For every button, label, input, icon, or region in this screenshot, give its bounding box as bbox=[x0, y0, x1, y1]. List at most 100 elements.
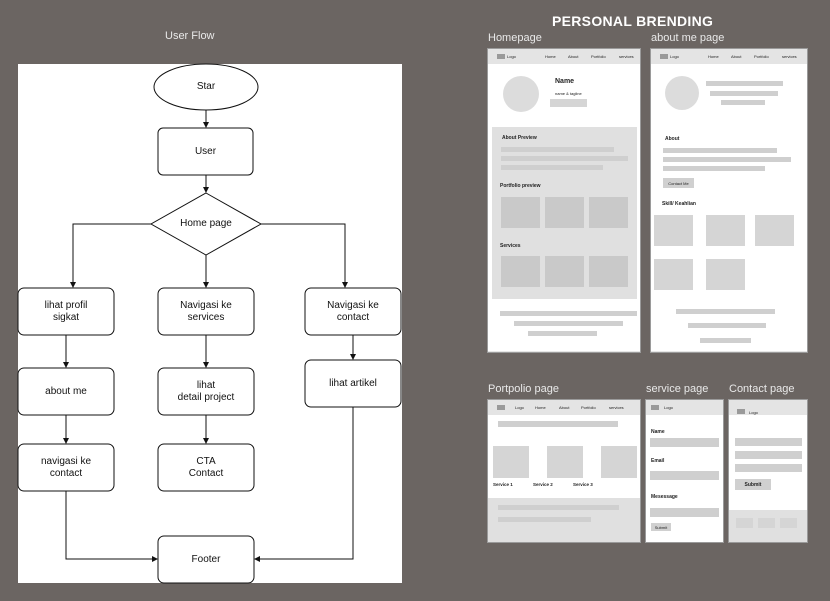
footer-line bbox=[498, 505, 619, 510]
homepage-wireframe: Logo Home About Portfolio services Name … bbox=[487, 48, 641, 353]
service-page-wireframe: Logo Name Email Mesessage Submit bbox=[645, 399, 724, 543]
text-line bbox=[663, 166, 765, 171]
logo-icon bbox=[737, 409, 745, 414]
nav-contact-node: navigasi ke contact bbox=[40, 455, 92, 479]
about-footer bbox=[651, 351, 807, 352]
nav-portfolio: Portfolio bbox=[581, 405, 596, 410]
contact-field[interactable] bbox=[735, 438, 802, 446]
about-preview-title: About Preview bbox=[502, 135, 537, 141]
text-line bbox=[688, 323, 766, 328]
lihat-profil-node: lihat profil sigkat bbox=[44, 299, 88, 323]
branding-title: PERSONAL BRENDING bbox=[552, 13, 714, 29]
portfolio-thumb bbox=[493, 446, 529, 478]
service-page-label: service page bbox=[646, 383, 709, 395]
service-navbar: Logo bbox=[646, 400, 723, 415]
lihat-artikel-node: lihat artikel bbox=[329, 377, 377, 389]
user-flow-title: User Flow bbox=[165, 30, 215, 42]
footer-block bbox=[780, 518, 797, 528]
portfolio-thumb bbox=[547, 446, 583, 478]
about-preview-section: About Preview Portfolio preview Services bbox=[492, 127, 637, 299]
start-node: Star bbox=[196, 81, 216, 92]
contact-navbar: Logo bbox=[729, 400, 807, 415]
nav-home: Home bbox=[545, 54, 556, 59]
footer-block bbox=[736, 518, 753, 528]
about-page-label: about me page bbox=[651, 32, 725, 44]
logo-icon bbox=[651, 405, 659, 410]
nav-about: About bbox=[568, 54, 579, 59]
message-field[interactable] bbox=[650, 508, 719, 517]
message-field-label: Mesessage bbox=[651, 494, 678, 500]
navigasi-contact-node: Navigasi ke contact bbox=[327, 299, 379, 323]
service-thumb bbox=[545, 256, 584, 287]
footer-block bbox=[758, 518, 775, 528]
name-field[interactable] bbox=[650, 438, 719, 447]
portfolio-thumb bbox=[501, 197, 540, 228]
name-text: Name bbox=[555, 78, 575, 85]
tagline-text: name & tagline bbox=[555, 91, 582, 96]
homepage-footer bbox=[488, 351, 640, 352]
text-line bbox=[663, 157, 791, 162]
avatar-placeholder bbox=[503, 76, 539, 112]
nav-logo: Logo bbox=[749, 410, 758, 415]
text-line bbox=[528, 331, 597, 336]
about-title: About bbox=[665, 136, 680, 142]
contact-footer bbox=[729, 510, 807, 542]
text-line bbox=[721, 100, 765, 105]
name-field-label: Name bbox=[651, 429, 665, 435]
contact-field[interactable] bbox=[735, 451, 802, 459]
portfolio-thumb bbox=[545, 197, 584, 228]
service-3-label: Service 3 bbox=[573, 482, 593, 487]
submit-button[interactable]: Submit bbox=[735, 479, 771, 490]
footer-node: Footer bbox=[191, 553, 221, 565]
service-2-label: Service 2 bbox=[533, 482, 553, 487]
contact-field[interactable] bbox=[735, 464, 802, 472]
avatar-placeholder bbox=[665, 76, 699, 110]
navigasi-services-node: Navigasi ke services bbox=[180, 299, 232, 323]
email-field[interactable] bbox=[650, 471, 719, 480]
portfolio-page-wireframe: Logo Home About Portfolio services Servi… bbox=[487, 399, 641, 543]
nav-services: services bbox=[609, 405, 624, 410]
portfolio-preview-title: Portfolio preview bbox=[500, 183, 541, 189]
nav-about: About bbox=[731, 54, 742, 59]
user-node: User bbox=[194, 145, 217, 157]
service-1-label: Service 1 bbox=[493, 482, 513, 487]
portfolio-footer bbox=[488, 498, 640, 542]
nav-portfolio: Portfolio bbox=[591, 54, 606, 59]
text-line bbox=[500, 311, 637, 316]
skill-thumb bbox=[706, 259, 745, 290]
portfolio-thumb bbox=[589, 197, 628, 228]
nav-logo: Logo bbox=[670, 54, 679, 59]
text-line bbox=[710, 91, 778, 96]
service-thumb bbox=[589, 256, 628, 287]
nav-about: About bbox=[559, 405, 570, 410]
about-page-wireframe: Logo Home About Portfolio services About… bbox=[650, 48, 808, 353]
footer-line bbox=[498, 517, 591, 522]
nav-portfolio: Portfolio bbox=[754, 54, 769, 59]
home-page-decision: Home page bbox=[180, 218, 232, 229]
skill-thumb bbox=[654, 259, 693, 290]
nav-logo: Logo bbox=[664, 405, 673, 410]
skill-thumb bbox=[706, 215, 745, 246]
logo-icon bbox=[497, 405, 505, 410]
logo-icon bbox=[497, 54, 505, 59]
contact-me-button[interactable]: Contact Me bbox=[663, 178, 694, 188]
cta-contact-node: CTA Contact bbox=[188, 455, 224, 479]
detail-project-node: lihat detail project bbox=[177, 379, 235, 403]
submit-button[interactable]: Submit bbox=[651, 523, 671, 531]
about-me-node: about me bbox=[45, 385, 87, 397]
skill-thumb bbox=[755, 215, 794, 246]
nav-services: services bbox=[619, 54, 634, 59]
text-line bbox=[706, 81, 783, 86]
contact-page-wireframe: Logo Submit bbox=[728, 399, 808, 543]
contact-page-label: Contact page bbox=[729, 383, 795, 395]
text-line bbox=[498, 421, 618, 427]
text-line bbox=[700, 338, 751, 343]
skill-thumb bbox=[654, 215, 693, 246]
service-thumb bbox=[501, 256, 540, 287]
nav-services: services bbox=[782, 54, 797, 59]
text-line bbox=[514, 321, 623, 326]
email-field-label: Email bbox=[651, 458, 665, 464]
nav-home: Home bbox=[708, 54, 719, 59]
text-line bbox=[501, 147, 614, 152]
